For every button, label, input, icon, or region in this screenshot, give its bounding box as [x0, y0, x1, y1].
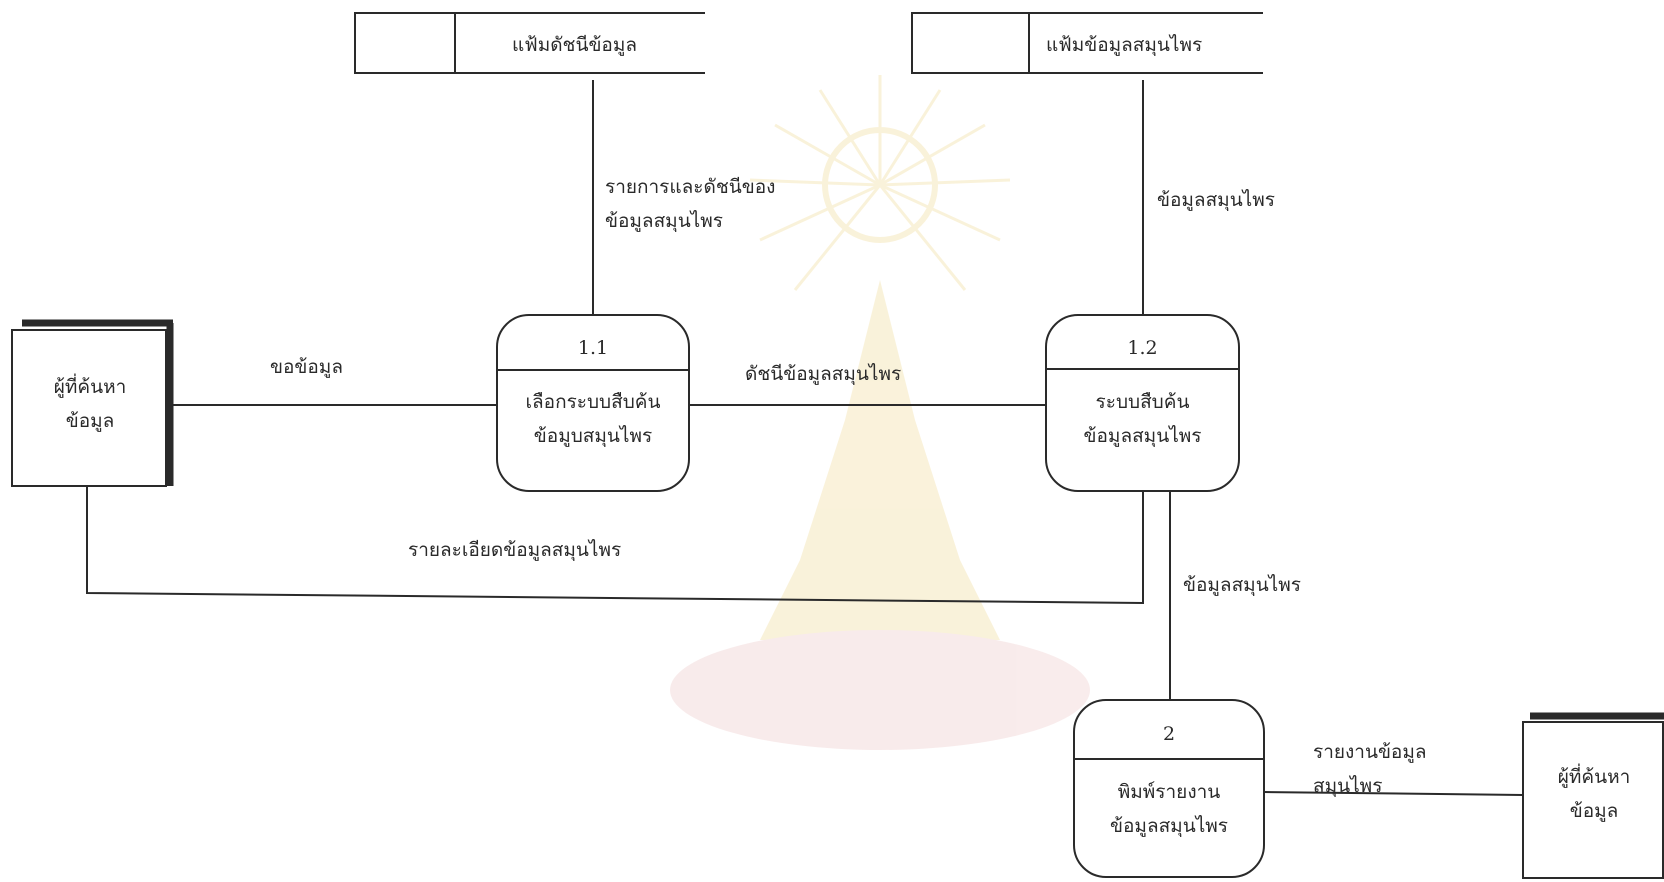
- process-1-2-title: ระบบสืบค้น ข้อมูลสมุนไพร: [1046, 385, 1239, 453]
- flow-label-report-line2: สมุนไพร: [1313, 775, 1383, 797]
- process-1-1-line2: ข้อมูบสมุนไพร: [533, 425, 653, 447]
- process-1-2-line2: ข้อมูลสมุนไพร: [1083, 425, 1202, 447]
- process-1-2-line1: ระบบสืบค้น: [1095, 391, 1190, 413]
- flow-label-index-line1: รายการและดัชนีของ: [605, 176, 776, 198]
- entity-searcher-left-line1: ผู้ที่ค้นหา: [53, 376, 127, 398]
- process-1-1-title: เลือกระบบสืบค้น ข้อมูบสมุนไพร: [497, 385, 689, 453]
- entity-searcher-right-line2: ข้อมูล: [1569, 800, 1619, 822]
- flow-label-p12-to-p2: ข้อมูลสมุนไพร: [1183, 574, 1301, 596]
- data-store-herb-label: แฟ้มข้อมูลสมุนไพร: [1046, 34, 1203, 56]
- flow-label-details-back: รายละเอียดข้อมูลสมุนไพร: [408, 539, 622, 561]
- entity-searcher-right-box: [1522, 712, 1664, 879]
- process-2-title: พิมพ์รายงาน ข้อมูลสมุนไพร: [1074, 775, 1264, 843]
- process-1-1-number: 1.1: [577, 337, 609, 359]
- process-1-1-line1: เลือกระบบสืบค้น: [525, 391, 661, 413]
- flow-label-p11-to-p12: ดัชนีข้อมูลสมุนไพร: [745, 363, 902, 385]
- process-1-2-number: 1.2: [1127, 337, 1158, 359]
- flow-label-request: ขอข้อมูล: [270, 356, 343, 378]
- flow-line-report: [1263, 791, 1524, 796]
- entity-searcher-left-line2: ข้อมูล: [65, 410, 115, 432]
- entity-searcher-right-line1: ผู้ที่ค้นหา: [1557, 766, 1631, 788]
- process-2-line2: ข้อมูลสมุนไพร: [1110, 815, 1228, 837]
- process-2-number: 2: [1162, 723, 1176, 745]
- process-2-shape: [1073, 699, 1265, 878]
- entity-searcher-left-label: ผู้ที่ค้นหา ข้อมูล: [20, 370, 160, 438]
- flow-label-report: รายงานข้อมูล สมุนไพร: [1313, 735, 1427, 803]
- data-store-index: [354, 12, 705, 74]
- flow-label-herb-to-p12: ข้อมูลสมุนไพร: [1157, 189, 1275, 211]
- flow-line-details-back: [86, 486, 1144, 605]
- flow-label-report-line1: รายงานข้อมูล: [1313, 741, 1427, 763]
- data-store-index-label: แฟ้มดัชนีข้อมูล: [512, 34, 638, 56]
- flow-label-index-to-p11: รายการและดัชนีของ ข้อมูลสมุนไพร: [605, 170, 775, 238]
- process-1-2-shape: [1045, 314, 1240, 492]
- process-2-line1: พิมพ์รายงาน: [1117, 781, 1221, 803]
- entity-searcher-right-label: ผู้ที่ค้นหา ข้อมูล: [1527, 760, 1661, 828]
- flow-label-index-line2: ข้อมูลสมุนไพร: [605, 210, 723, 232]
- entity-searcher-left-box: [11, 319, 174, 487]
- university-seal-watermark: [670, 75, 1090, 750]
- process-1-1-shape: [496, 314, 690, 492]
- data-store-herb: [911, 12, 1263, 74]
